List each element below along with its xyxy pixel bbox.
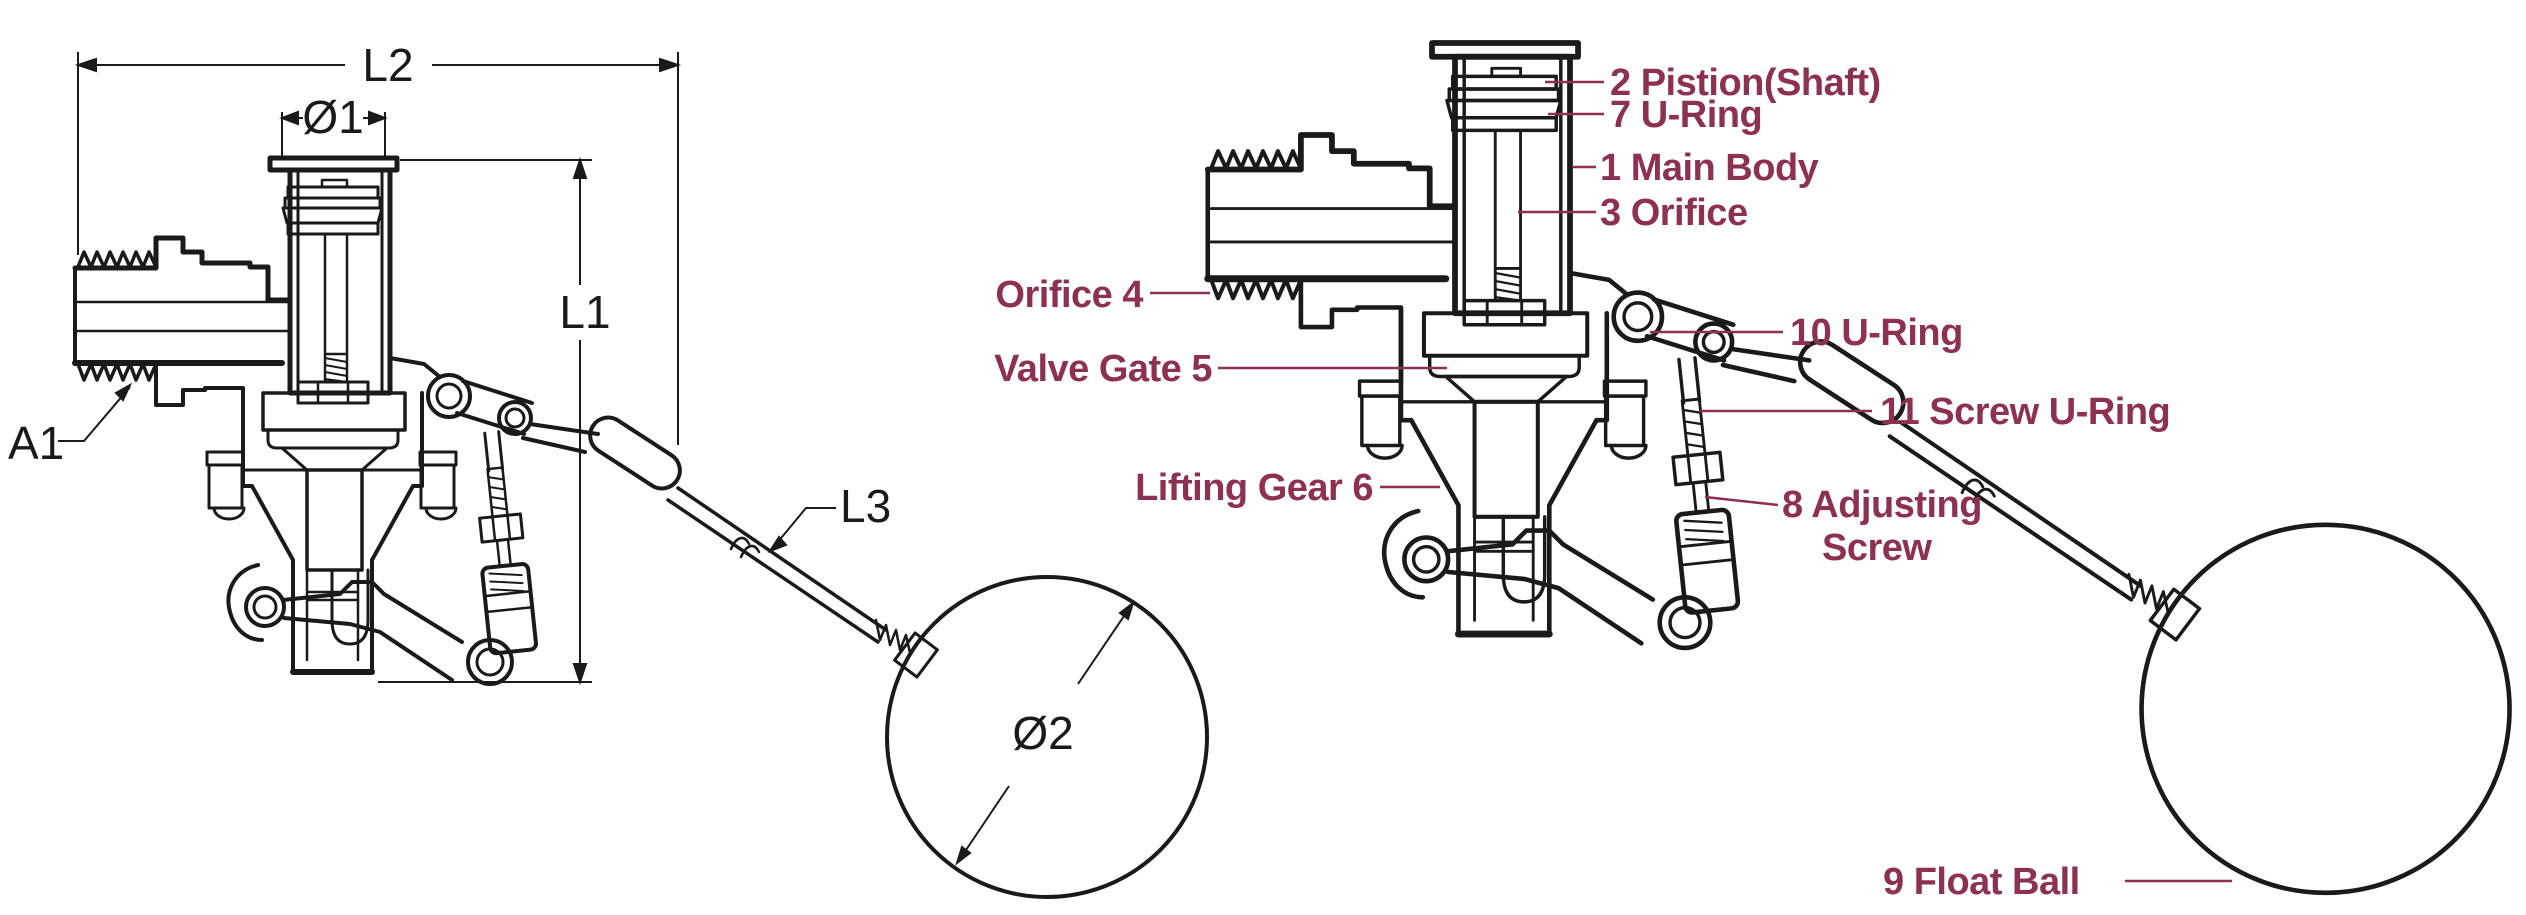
part-label-9-float-ball: 9 Float Ball — [1883, 861, 2080, 903]
dim-label-d1: Ø1 — [302, 91, 363, 143]
part-label-1-main-body: 1 Main Body — [1600, 147, 1819, 189]
part-label-10-u-ring: 10 U-Ring — [1790, 312, 1963, 354]
dim-label-d2: Ø2 — [1012, 707, 1073, 759]
left-view-dimensioned: L2 Ø1 L1 A1 L3 Ø2 — [8, 39, 1207, 897]
dim-label-l3: L3 — [840, 480, 891, 532]
part-label-11-screw-u-ring: 11 Screw U-Ring — [1880, 391, 2170, 433]
part-label-7-u-ring: 7 U-Ring — [1610, 94, 1762, 136]
dimension-lines — [58, 52, 1135, 866]
dim-label-a1: A1 — [8, 417, 64, 469]
part-label-8-adjusting-screw-line1: 8 Adjusting — [1782, 484, 1982, 526]
part-label-5-valve-gate: Valve Gate 5 — [994, 348, 1212, 390]
l2-arrowheads — [74, 57, 682, 73]
part-label-2-piston-shaft: 2 Pistion(Shaft) — [1610, 62, 1881, 104]
d1-arrowheads — [279, 110, 388, 126]
a1-arrowhead — [114, 382, 133, 402]
dim-label-l2: L2 — [362, 39, 413, 91]
leader-adjusting-screw — [1704, 495, 1779, 507]
part-label-6-lifting-gear: Lifting Gear 6 — [1135, 467, 1373, 509]
part-label-3-orifice: 3 Orifice — [1600, 192, 1748, 234]
l3-arrowhead — [767, 535, 788, 553]
dim-label-l1: L1 — [559, 286, 610, 338]
callout-leader-lines — [1150, 80, 2232, 883]
part-label-4-orifice: Orifice 4 — [995, 274, 1143, 316]
d2-arrowheads — [955, 600, 1135, 866]
l1-arrowheads — [572, 156, 588, 686]
part-label-8-adjusting-screw-line2: Screw — [1822, 527, 1932, 569]
valve-cross-section-left — [75, 158, 1207, 897]
right-view-callouts: 2 Pistion(Shaft) 7 U-Ring 1 Main Body 3 … — [994, 43, 2509, 903]
valve-cross-section-right — [1208, 43, 2510, 893]
